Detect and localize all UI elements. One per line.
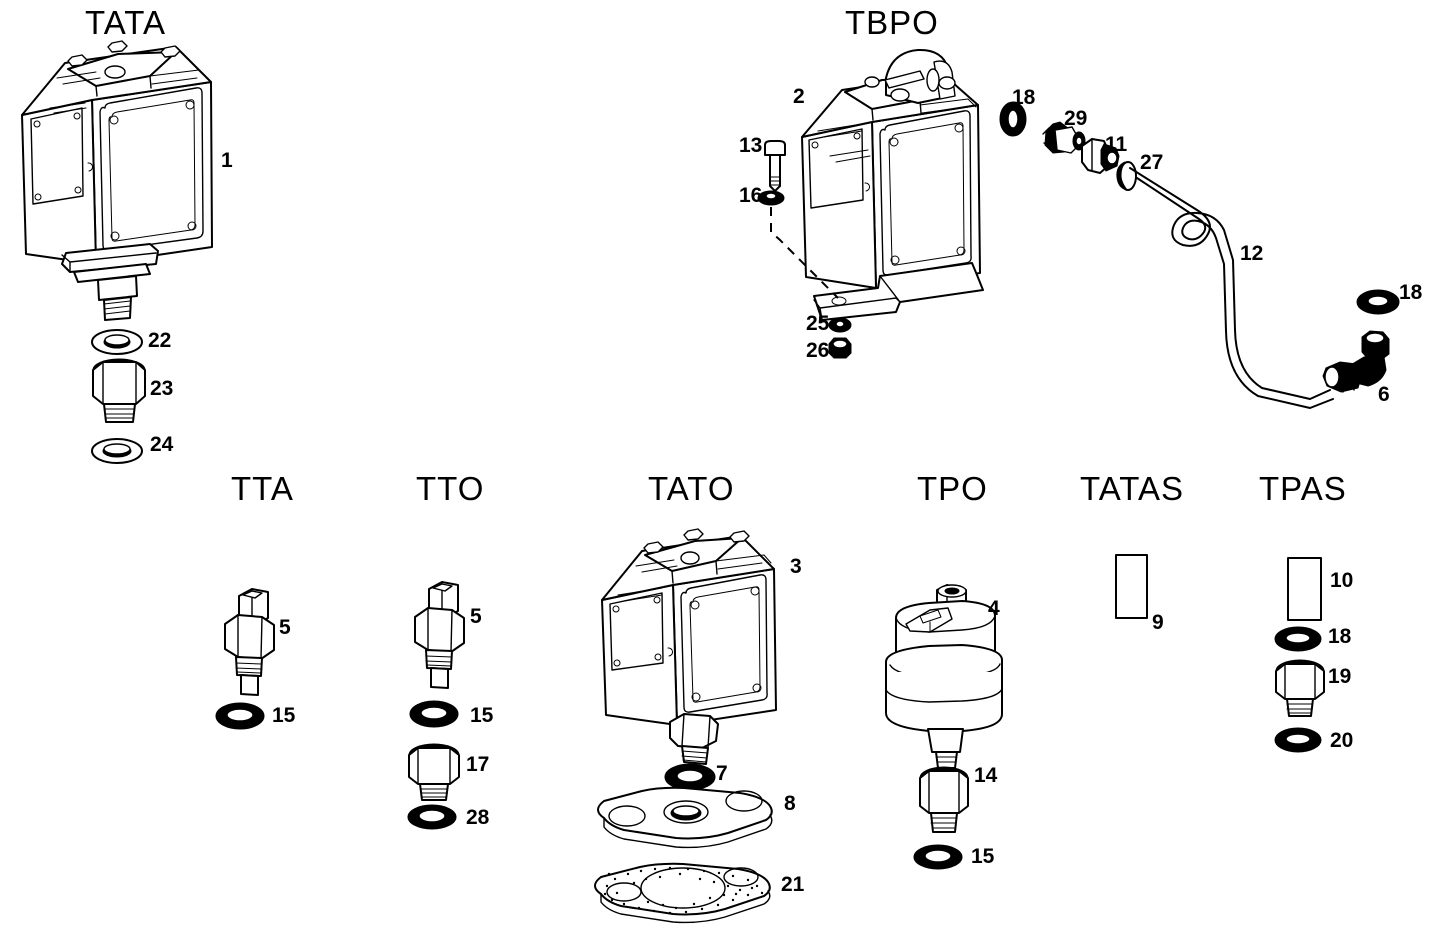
callout-17: 17: [466, 753, 490, 776]
part-23-hex-adapter: [92, 358, 146, 423]
part-14-hex-adapter: [919, 766, 969, 833]
part-18-sealing-washer-tpas: [1274, 626, 1322, 652]
part-24-sealing-washer: [91, 438, 143, 464]
callout-15-tpo: 15: [971, 845, 995, 868]
part-8-adapter-flange: [597, 786, 773, 849]
callout-14: 14: [974, 764, 998, 787]
group-title-tato: TATO: [648, 470, 735, 507]
callout-7: 7: [716, 762, 728, 785]
part-11-union-nut: [1081, 138, 1120, 174]
callout-11: 11: [1105, 133, 1128, 156]
group-title-tbpo: TBPO: [845, 4, 939, 41]
callout-8: 8: [784, 792, 796, 815]
callout-1: 1: [221, 149, 233, 172]
callout-4: 4: [988, 597, 1000, 620]
group-title-tatas: TATAS: [1080, 470, 1184, 507]
part-16-washer: [757, 190, 785, 206]
part-5-temperature-sender-tto: [414, 581, 465, 689]
callout-15-tta: 15: [272, 704, 296, 727]
callout-22: 22: [148, 329, 172, 352]
callout-27: 27: [1140, 151, 1164, 174]
part-21-flange-gasket: [594, 862, 771, 924]
group-title-tta: TTA: [231, 470, 294, 507]
part-26-hex-nut: [828, 337, 852, 359]
callout-25: 25: [806, 312, 830, 335]
group-title-tpas: TPAS: [1259, 470, 1347, 507]
callout-28: 28: [466, 806, 490, 829]
part-27-sealing-ring: [1116, 161, 1137, 191]
part-5-temperature-sender-tta: [224, 588, 275, 696]
part-17-hex-adapter: [408, 743, 460, 801]
part-7-sealing-washer: [664, 763, 716, 791]
part-9-blank-plate: [1115, 554, 1148, 619]
callout-18-right: 18: [1399, 281, 1423, 304]
part-25-washer: [828, 317, 852, 333]
part-2-pressure-switch-housing: [801, 48, 984, 321]
callout-5-tta: 5: [279, 616, 291, 639]
callout-16: 16: [739, 184, 763, 207]
part-18-sealing-washer-right: [1356, 289, 1400, 315]
group-title-tto: TTO: [416, 470, 485, 507]
callout-15-tto: 15: [470, 704, 494, 727]
callout-19: 19: [1328, 665, 1352, 688]
callout-23: 23: [150, 377, 174, 400]
callout-10: 10: [1330, 569, 1354, 592]
part-12-coiled-pipe: [1129, 167, 1334, 409]
part-19-hex-adapter: [1275, 659, 1325, 717]
callout-26: 26: [806, 339, 830, 362]
callout-2: 2: [793, 85, 805, 108]
callout-13: 13: [739, 134, 763, 157]
part-28-sealing-washer: [407, 804, 457, 830]
callout-3: 3: [790, 555, 802, 578]
callout-21: 21: [781, 873, 805, 896]
part-3-temperature-switch-housing: [601, 528, 777, 765]
part-15-sealing-washer-tta: [215, 702, 265, 730]
callout-24: 24: [150, 433, 174, 456]
part-6-elbow-fitting: [1322, 330, 1390, 393]
part-20-sealing-washer: [1274, 727, 1322, 753]
part-22-sealing-washer: [91, 329, 143, 355]
callout-18-top: 18: [1012, 86, 1036, 109]
callout-18-tpas: 18: [1328, 625, 1352, 648]
part-4-pressure-sender: [885, 584, 1003, 769]
part-15-sealing-washer-tto: [409, 700, 459, 728]
callout-9: 9: [1152, 611, 1164, 634]
part-18-sealing-washer-top: [999, 101, 1027, 137]
callout-29: 29: [1064, 107, 1088, 130]
group-title-tpo: TPO: [917, 470, 988, 507]
callout-12: 12: [1240, 242, 1264, 265]
callout-5-tto: 5: [470, 605, 482, 628]
part-15-sealing-washer-tpo: [913, 844, 963, 870]
callout-20: 20: [1330, 729, 1354, 752]
group-title-tata: TATA: [85, 4, 166, 41]
callout-6: 6: [1378, 383, 1390, 406]
part-29-union-fitting: [1042, 121, 1086, 154]
part-10-blank-plate: [1287, 557, 1322, 621]
part-13-hex-bolt: [764, 140, 786, 192]
part-1-temperature-switch-housing: [21, 40, 213, 321]
